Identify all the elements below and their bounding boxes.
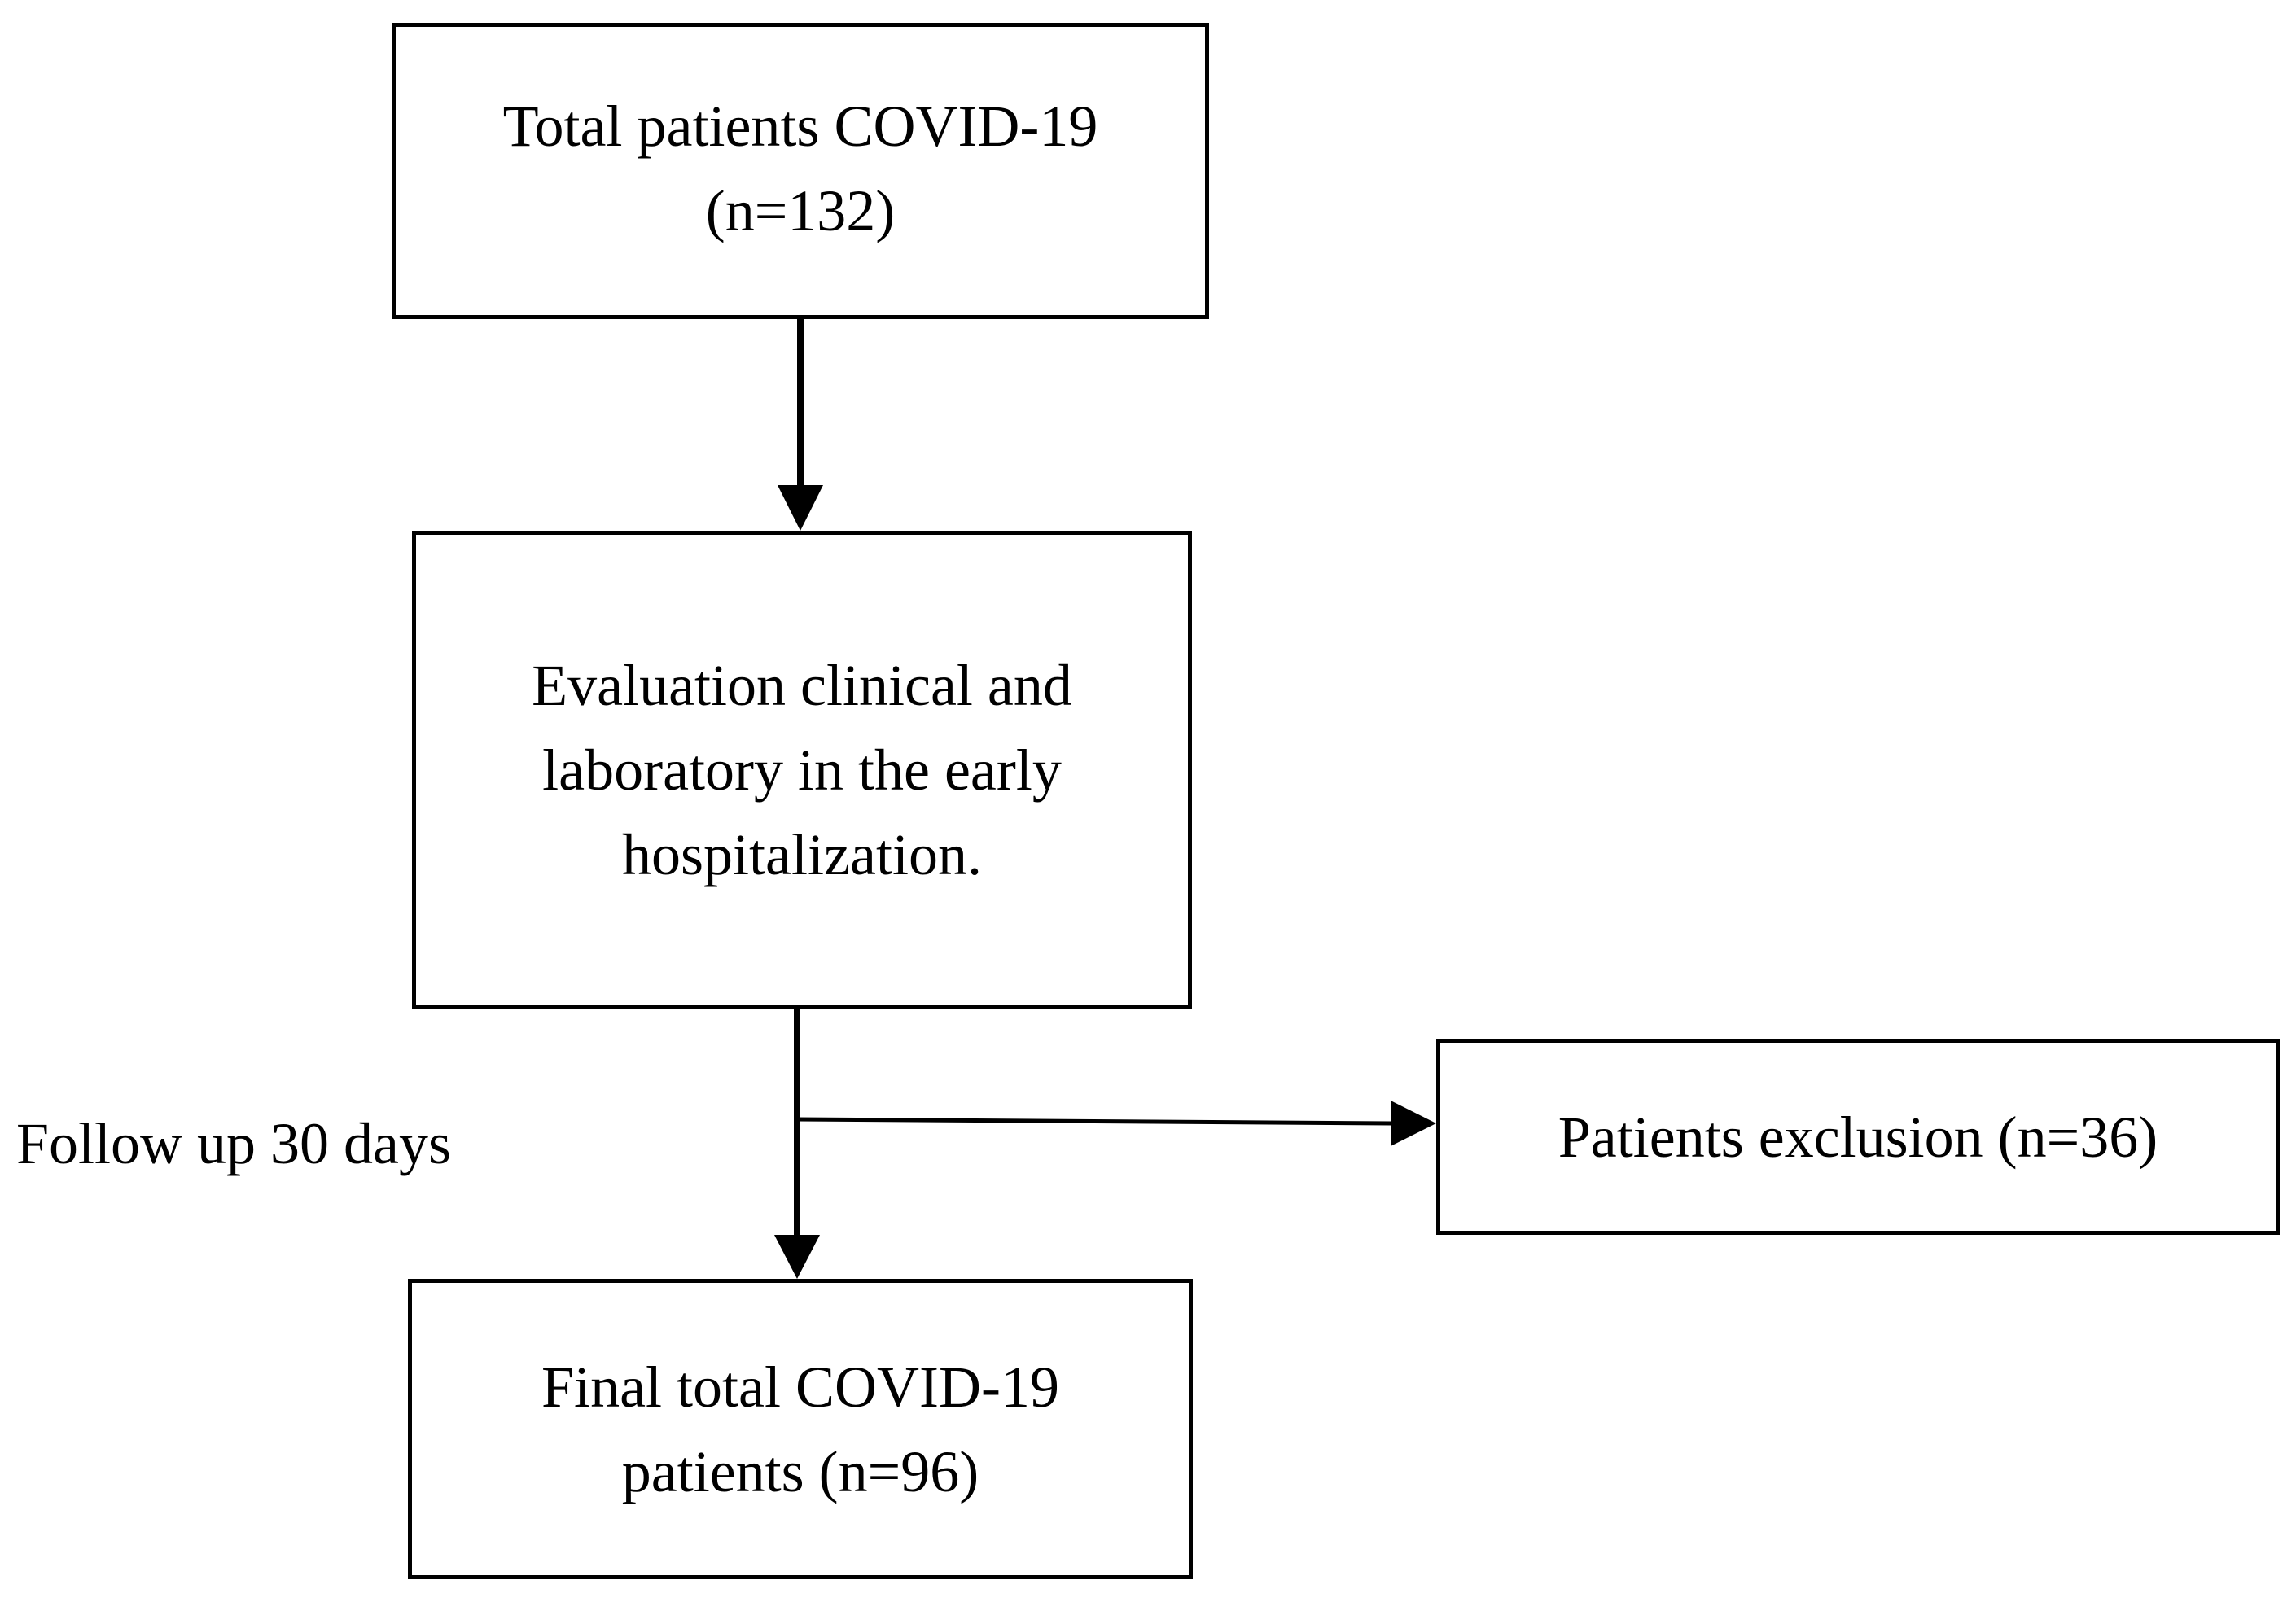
final-patients-count: patients (n=96) — [621, 1438, 979, 1504]
arrowhead-branch-to-exclusion — [1391, 1101, 1436, 1146]
evaluation-line-2: laboratory in the early — [542, 738, 1062, 803]
arrowhead-evaluation-to-final — [774, 1235, 820, 1279]
evaluation-box: Evaluation clinical and laboratory in th… — [412, 531, 1192, 1009]
total-patients-title: Total patients COVID-19 — [502, 94, 1098, 159]
exclusion-label: Patients exclusion (n=36) — [1558, 1104, 2158, 1170]
arrow-branch-to-exclusion — [796, 1117, 1393, 1126]
follow-up-label: Follow up 30 days — [16, 1111, 452, 1176]
final-patients-title: Final total COVID-19 — [541, 1354, 1059, 1420]
evaluation-line-1: Evaluation clinical and — [532, 653, 1072, 718]
arrowhead-total-to-evaluation — [778, 485, 823, 531]
exclusion-box: Patients exclusion (n=36) — [1436, 1039, 2280, 1235]
final-patients-box: Final total COVID-19 patients (n=96) — [408, 1279, 1193, 1579]
total-patients-count: (n=132) — [705, 178, 896, 243]
evaluation-line-3: hospitalization. — [622, 822, 982, 887]
total-patients-box: Total patients COVID-19 (n=132) — [392, 23, 1209, 319]
